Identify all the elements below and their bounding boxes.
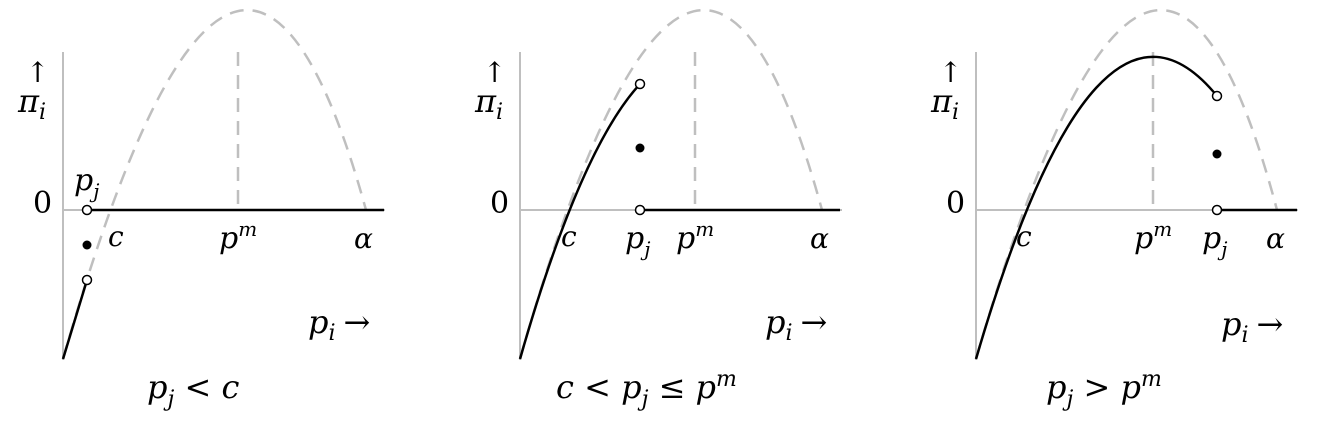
filled-dot xyxy=(635,143,645,153)
c-label: c xyxy=(1016,220,1032,253)
profit-curve-dashed xyxy=(518,8,824,360)
filled-dot xyxy=(1212,149,1222,159)
zero-label: 0 xyxy=(946,186,965,221)
profit-curve-solid xyxy=(974,55,1218,360)
panel-caption: pj < c xyxy=(147,368,239,412)
pj-label: pj xyxy=(1202,221,1227,261)
y-arrow: ↑ xyxy=(26,56,49,89)
panel-1: ↑ πi 0 pj c pm α pi→ pj < c xyxy=(17,8,385,412)
profit-curve-dashed xyxy=(61,8,368,360)
open-dot-upper xyxy=(634,78,646,90)
open-dot-upper xyxy=(1211,90,1223,102)
profit-curve-solid xyxy=(518,83,641,360)
x-axis-label: pi→ xyxy=(308,303,370,346)
pm-label: pm xyxy=(676,217,714,256)
alpha-label: α xyxy=(810,222,829,255)
c-label: c xyxy=(108,220,124,253)
panel-caption: c < pj ≤ pm xyxy=(556,367,737,412)
profit-curve-solid xyxy=(61,279,89,360)
y-axis-label: πi xyxy=(930,82,959,125)
panel-3: ↑ πi 0 c pm pj α pi→ pj > pm xyxy=(930,8,1298,412)
alpha-label: α xyxy=(1266,222,1285,255)
pj-label: pj xyxy=(625,221,650,261)
zero-label: 0 xyxy=(33,186,52,221)
profit-curve-dashed xyxy=(974,8,1279,360)
zero-label: 0 xyxy=(490,186,509,221)
filled-dot xyxy=(82,240,92,250)
x-axis-label: pi→ xyxy=(765,303,827,346)
open-dot-lower xyxy=(81,274,93,286)
pj-label: pj xyxy=(74,163,99,203)
y-arrow: ↑ xyxy=(939,56,962,89)
panel-2: ↑ πi 0 c pj pm α pi→ c < pj ≤ pm xyxy=(474,8,842,412)
alpha-label: α xyxy=(354,222,373,255)
y-axis-label: πi xyxy=(474,82,503,125)
panel-caption: pj > pm xyxy=(1046,367,1162,412)
open-dot-zero xyxy=(81,204,93,216)
y-axis-label: πi xyxy=(17,82,46,125)
pm-label: pm xyxy=(219,217,257,256)
y-arrow: ↑ xyxy=(483,56,506,89)
open-dot-zero xyxy=(1211,204,1223,216)
open-dot-zero xyxy=(634,204,646,216)
c-label: c xyxy=(561,220,577,253)
x-axis-label: pi→ xyxy=(1221,305,1283,348)
pm-label: pm xyxy=(1134,217,1172,256)
